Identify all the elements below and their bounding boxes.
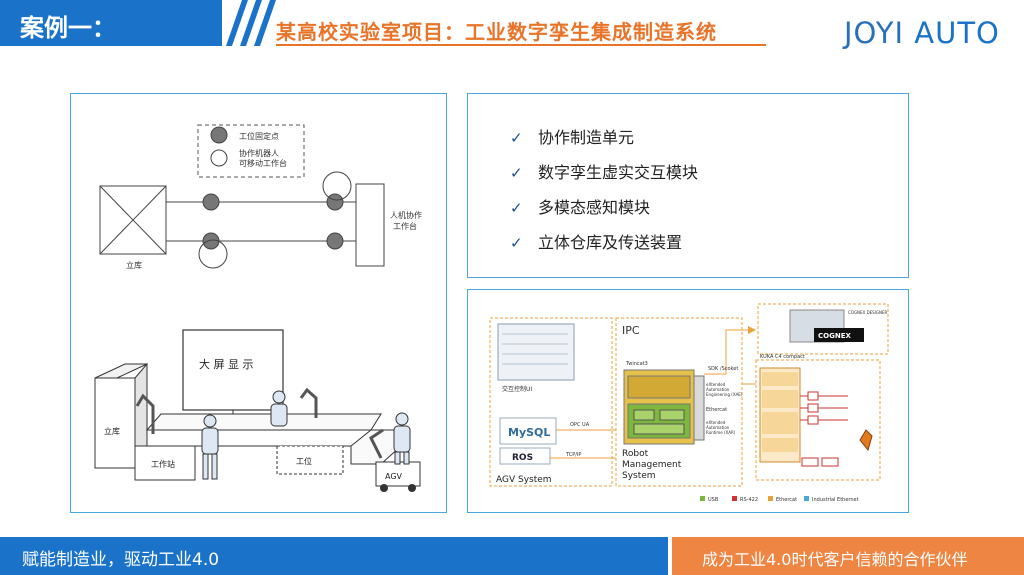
- mysql-label: MySQL: [508, 426, 550, 439]
- check-icon: ✓: [510, 129, 523, 147]
- legend-rs422: RS-422: [740, 497, 758, 503]
- hmi-label-1: 人机协作: [390, 210, 422, 220]
- warehouse-label: 立库: [126, 260, 142, 270]
- kuka-label: KUKA C4 compact: [760, 354, 805, 360]
- operator-figure: [393, 412, 411, 465]
- work-table: [146, 429, 373, 447]
- mobile-point: [198, 239, 228, 269]
- page-title: 某高校实验室项目：工业数字孪生集成制造系统: [276, 20, 717, 44]
- ethercat-inline-label: Ethercat: [706, 407, 727, 413]
- layout-illustration: 工位固定点 协作机器人 可移动工作台 立库 人机协作 工作台 大 屏 显 示 立…: [94, 124, 422, 492]
- fixed-point: [202, 232, 220, 250]
- robot-icon: [859, 429, 873, 452]
- feature-text: 多模态感知模块: [538, 198, 651, 217]
- agv-box: [375, 461, 421, 487]
- legend-industrial-ethernet: Industrial Ethernet: [812, 497, 859, 503]
- robot-arm: [299, 387, 318, 418]
- footer-left: 赋能制造业，驱动工业4.0: [0, 537, 668, 575]
- station-2-box: [276, 445, 344, 475]
- robot-arm: [135, 393, 155, 434]
- mysql-box: [499, 417, 557, 445]
- feature-text: 立体仓库及传送装置: [538, 233, 683, 252]
- footer-right: 成为工业4.0时代客户信赖的合作伙伴: [672, 537, 1024, 575]
- rt-label-2: Automation: [706, 425, 730, 430]
- footer-left-text: 赋能制造业，驱动工业4.0: [22, 550, 220, 570]
- header-stripes: [226, 0, 276, 46]
- twincat-label: Twincat3: [625, 361, 648, 367]
- feature-item: ✓ 立体仓库及传送装置: [510, 225, 698, 260]
- feature-item: ✓ 数字孪生虚实交互模块: [510, 155, 698, 190]
- architecture-diagram: 交互控制UI MySQL ROS AGV System OPC UA TCP/I…: [489, 303, 889, 503]
- rt-label-3: Runtime (XAR): [706, 430, 736, 435]
- title-underline: [276, 44, 766, 46]
- rt-label-1: eXtended: [706, 420, 726, 425]
- warehouse-block: [94, 377, 136, 469]
- ui-screenshot: [497, 323, 575, 381]
- logo-part-a: JOYI: [844, 16, 905, 50]
- screen-label: 大 屏 显 示: [199, 357, 254, 371]
- feature-item: ✓ 协作制造单元: [510, 120, 698, 155]
- legend-box: [197, 124, 305, 178]
- fixed-point: [326, 193, 344, 211]
- fixed-point: [326, 232, 344, 250]
- eng-label-1: eXtended: [706, 382, 726, 387]
- fixed-point-icon: [210, 126, 228, 144]
- operator-figure: [201, 414, 219, 480]
- agv-system-label: AGV System: [496, 475, 552, 485]
- feature-item: ✓ 多模态感知模块: [510, 190, 698, 225]
- company-logo: JOYI AUTO: [844, 16, 1000, 50]
- footer-right-text: 成为工业4.0时代客户信赖的合作伙伴: [702, 550, 968, 569]
- legend-mobile-1: 协作机器人: [239, 148, 279, 158]
- mobile-point-icon: [210, 149, 228, 167]
- legend-fixed: 工位固定点: [239, 131, 279, 141]
- big-screen: [182, 329, 284, 411]
- rms-label-1: Robot: [622, 449, 649, 459]
- station-1-label: 工作站: [151, 459, 175, 469]
- architecture-panel: 交互控制UI MySQL ROS AGV System OPC UA TCP/I…: [467, 289, 909, 513]
- legend-ethercat: Ethercat: [776, 497, 797, 503]
- cognex-designer-label: COGNEX DESIGNER: [848, 310, 888, 315]
- legend-usb: USB: [708, 497, 719, 503]
- check-icon: ✓: [510, 234, 523, 252]
- eng-label-3: Engineering (XAE): [706, 392, 743, 397]
- agv-label: AGV: [385, 472, 403, 481]
- rms-label-3: System: [622, 471, 656, 481]
- station-box: [134, 445, 196, 481]
- feature-text: 协作制造单元: [538, 128, 635, 147]
- ros-label: ROS: [512, 453, 533, 463]
- operator-figure: [270, 390, 288, 427]
- eng-label-2: Automation: [706, 387, 730, 392]
- sdk-label: SDK /Scoket: [708, 366, 738, 372]
- warehouse-box: [99, 185, 167, 255]
- ipc-label: IPC: [622, 324, 640, 337]
- features-panel: ✓ 协作制造单元 ✓ 数字孪生虚实交互模块 ✓ 多模态感知模块 ✓ 立体仓库及传送装置: [467, 93, 909, 278]
- feature-list: ✓ 协作制造单元 ✓ 数字孪生虚实交互模块 ✓ 多模态感知模块 ✓ 立体仓库及传送装置: [510, 120, 698, 260]
- rms-label-2: Management: [622, 460, 682, 470]
- fixed-point: [202, 193, 220, 211]
- cognex-badge: [814, 328, 864, 342]
- robot-arm: [369, 428, 384, 459]
- case-label-tab: 案例一：: [0, 0, 222, 46]
- station-2-label: 工位: [296, 456, 312, 466]
- case-label: 案例一：: [20, 14, 116, 42]
- scene-warehouse-label: 立库: [104, 426, 120, 436]
- legend-mobile-2: 可移动工作台: [239, 158, 287, 168]
- mobile-point: [322, 171, 352, 201]
- feature-text: 数字孪生虚实交互模块: [538, 163, 699, 182]
- ui-label: 交互控制UI: [502, 385, 532, 393]
- tcpip-label: TCP/IP: [565, 452, 581, 458]
- check-icon: ✓: [510, 199, 523, 217]
- layout-panel: 工位固定点 协作机器人 可移动工作台 立库 人机协作 工作台 大 屏 显 示 立…: [70, 93, 447, 513]
- opc-label: OPC UA: [570, 422, 590, 428]
- logo-part-b: AUTO: [904, 16, 1000, 50]
- hmi-station-box: [355, 183, 385, 267]
- cognex-label: COGNEX: [818, 332, 851, 340]
- hmi-label-2: 工作台: [393, 221, 417, 231]
- ros-box: [499, 447, 551, 465]
- check-icon: ✓: [510, 164, 523, 182]
